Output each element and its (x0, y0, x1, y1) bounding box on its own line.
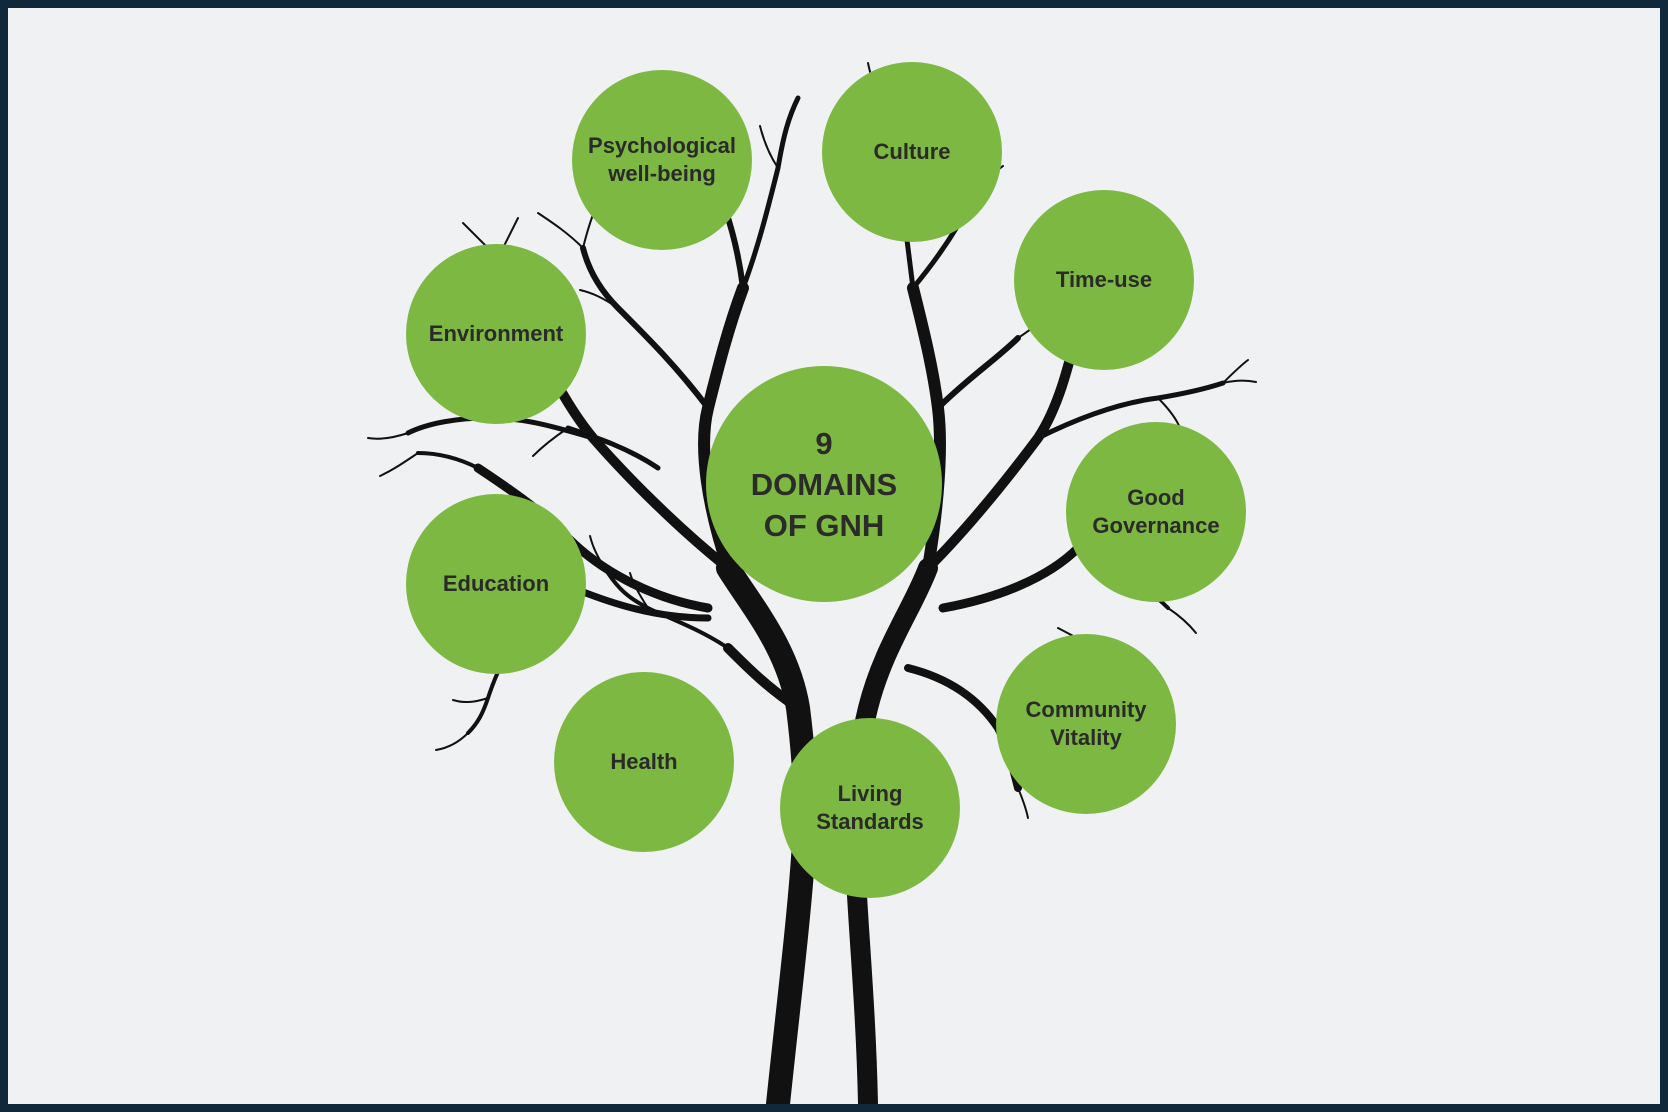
domain-label: Community Vitality (1025, 697, 1147, 750)
diagram-canvas: Psychological well-being Culture Time-us… (8, 8, 1660, 1104)
domain-culture: Culture (822, 62, 1002, 242)
domain-good-governance: Good Governance (1066, 422, 1246, 602)
domain-environment: Environment (406, 244, 586, 424)
domain-label: Good Governance (1092, 485, 1220, 538)
domain-label: Environment (428, 321, 564, 346)
center-circle: 9 DOMAINS OF GNH (706, 366, 942, 602)
domain-health: Health (554, 672, 734, 852)
domain-community-vitality: Community Vitality (996, 634, 1176, 814)
center-title: 9 DOMAINS OF GNH (750, 425, 898, 543)
domain-label: Time-use (1055, 267, 1153, 292)
domain-label: Psychological well-being (588, 133, 736, 186)
domain-label: Health (610, 749, 678, 774)
domain-label: Culture (873, 139, 951, 164)
domain-living-standards: Living Standards (780, 718, 960, 898)
domain-psychological-well-being: Psychological well-being (572, 70, 752, 250)
domain-education: Education (406, 494, 586, 674)
domain-label: Education (442, 571, 550, 596)
domain-label: Living Standards (816, 781, 924, 834)
domain-time-use: Time-use (1014, 190, 1194, 370)
